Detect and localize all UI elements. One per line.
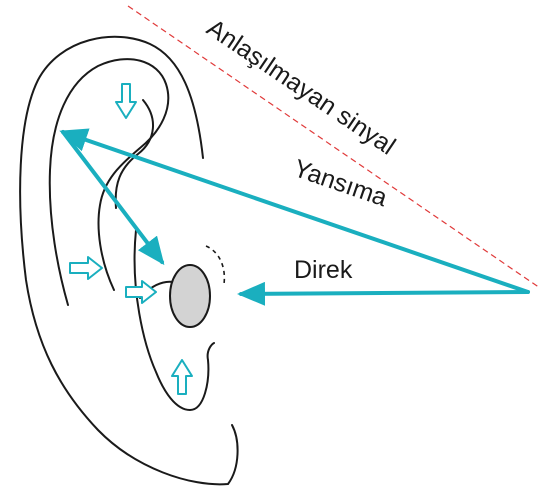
hollow-arrows	[70, 84, 192, 394]
reflection-label: Yansıma	[290, 154, 391, 212]
direct-arrow	[241, 292, 528, 294]
sound-wave-arc	[206, 246, 224, 284]
hollow-arrow-down-icon	[116, 84, 136, 118]
direct-label: Direk	[294, 256, 353, 284]
hollow-arrow-up-icon	[172, 360, 192, 394]
ear-helix-inner	[50, 59, 169, 305]
hollow-arrow-right-upper-icon	[70, 257, 102, 279]
hollow-arrow-right-lower-icon	[126, 281, 156, 303]
unintelligible-signal-line	[128, 6, 540, 288]
ear-canal	[170, 265, 210, 327]
unintelligible-signal-label: Anlaşılmayan sinyal	[202, 14, 401, 161]
redirect-arrow	[63, 132, 162, 262]
